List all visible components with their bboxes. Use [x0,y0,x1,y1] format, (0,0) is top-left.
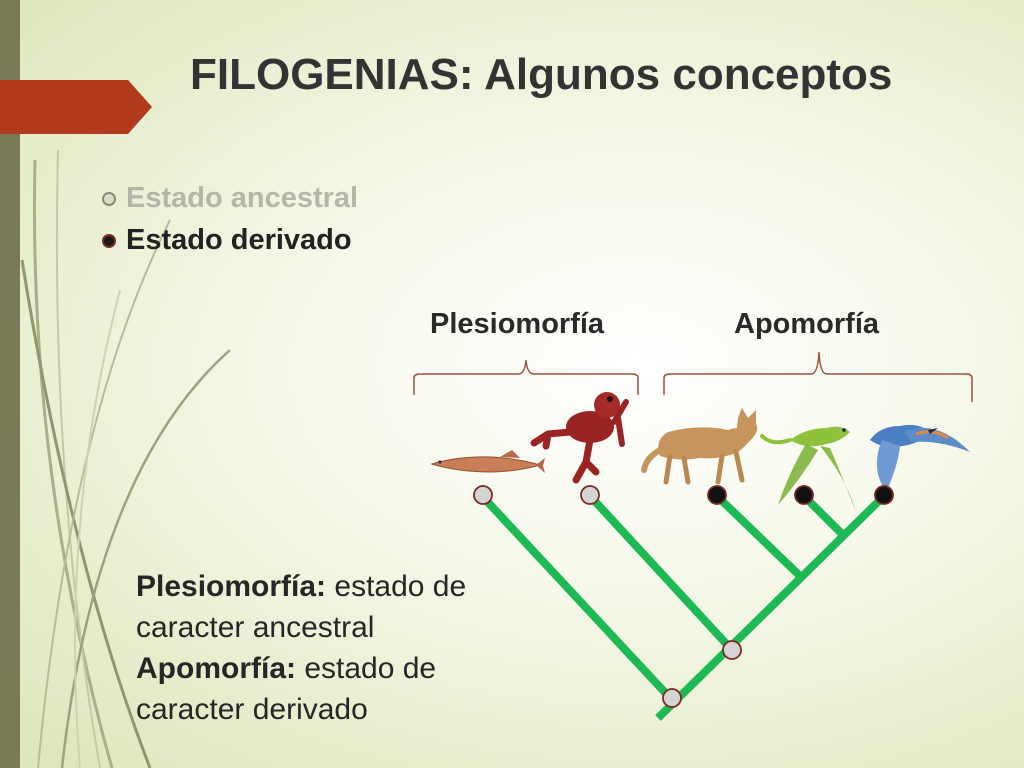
bird-icon [870,424,970,492]
node-lizard-derived [794,485,814,505]
legend-ancestral-label: Estado ancestral [126,182,359,214]
branch-fish [480,494,675,703]
plesiomorphy-label: Plesiomorfía [430,308,605,340]
definition-line-4: caracter derivado [136,693,368,726]
derived-dot-icon [102,233,116,248]
node-internal-lower-ancestral [662,688,682,708]
branch-main-stem [655,493,887,721]
branch-frog [588,494,735,653]
slide-title: FILOGENIAS: Algunos conceptos [190,50,893,99]
legend-derived: Estado derivado [102,224,352,257]
ancestral-dot-icon [102,191,116,206]
node-internal-upper-ancestral [722,640,742,660]
lizard-icon [760,426,856,512]
node-frog-ancestral [580,485,600,505]
definition-line-2: caracter ancestral [136,611,375,644]
fish-icon [430,450,545,473]
legend-ancestral: Estado ancestral [102,182,358,215]
accent-arrow-tab [0,80,152,134]
plesiomorphy-term: Plesiomorfía: [136,570,327,603]
definition-line-1: Plesiomorfía: estado de [136,566,466,607]
apomorphy-bracket [663,351,973,402]
node-bird-derived [874,485,894,505]
node-fish-ancestral [473,485,493,505]
definition-line-3: Apomorfía: estado de [136,648,466,689]
apomorphy-def-start: estado de [296,652,437,685]
apomorphy-term: Apomorfía: [136,652,296,685]
branch-lizard [802,494,845,537]
definitions-text: Plesiomorfía: estado de caracter ancestr… [136,566,466,730]
left-sidebar-strip [0,0,20,768]
branch-wolf [715,494,803,579]
plesiomorphy-bracket [413,359,639,395]
tree-branches [480,493,887,721]
decorative-grass-lines [20,149,231,768]
wolf-icon [641,408,758,485]
legend-derived-label: Estado derivado [126,224,352,256]
apomorphy-label: Apomorfía [734,308,879,340]
plesiomorphy-def-start: estado de [326,570,467,603]
frog-icon [530,392,629,484]
node-wolf-derived [707,485,727,505]
